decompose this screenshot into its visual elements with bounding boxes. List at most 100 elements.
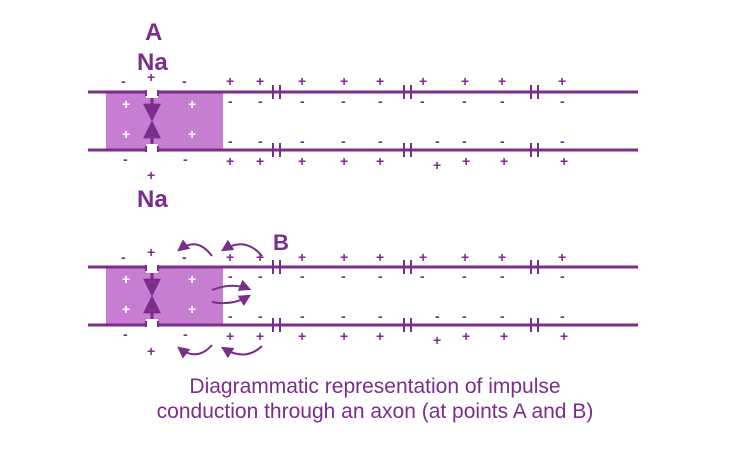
svg-text:+: + (340, 73, 348, 89)
svg-text:+: + (560, 153, 568, 169)
svg-text:+: + (188, 96, 196, 112)
svg-text:+: + (500, 328, 508, 344)
svg-text:+: + (298, 73, 306, 89)
svg-text:-: - (500, 133, 505, 149)
svg-text:-: - (228, 93, 233, 109)
svg-text:-: - (462, 268, 467, 284)
svg-text:-: - (500, 268, 505, 284)
svg-text:+: + (298, 328, 306, 344)
svg-text:-: - (341, 268, 346, 284)
svg-text:-: - (378, 308, 383, 324)
svg-text:-: - (228, 133, 233, 149)
svg-text:+: + (462, 153, 470, 169)
svg-text:-: - (500, 93, 505, 109)
point-a-label: A (145, 19, 162, 46)
svg-text:-: - (183, 151, 188, 167)
svg-text:-: - (123, 151, 128, 167)
svg-text:+: + (560, 328, 568, 344)
svg-text:+: + (122, 271, 130, 287)
charges-inside-top-b: - - - - - - - - - (228, 268, 565, 284)
svg-text:+: + (226, 153, 234, 169)
svg-text:+: + (376, 73, 384, 89)
svg-text:-: - (121, 73, 126, 89)
svg-text:-: - (300, 308, 305, 324)
svg-text:-: - (462, 308, 467, 324)
svg-text:-: - (228, 308, 233, 324)
svg-text:+: + (147, 244, 155, 260)
svg-text:-: - (258, 308, 263, 324)
svg-text:-: - (435, 133, 440, 149)
ion-channel-top-b (146, 263, 158, 273)
svg-text:-: - (228, 268, 233, 284)
sodium-label-bottom: Na (137, 186, 168, 213)
svg-text:-: - (258, 93, 263, 109)
svg-text:-: - (300, 133, 305, 149)
svg-text:-: - (560, 268, 565, 284)
svg-text:+: + (256, 73, 264, 89)
svg-text:+: + (433, 157, 441, 173)
axon-a: + + + + - + - + + + + + + + + + - - - - … (88, 69, 638, 183)
svg-text:+: + (419, 249, 427, 265)
axon-b: + + + + - + - + + + + + + + + + - - - - … (88, 239, 638, 359)
svg-text:-: - (258, 268, 263, 284)
svg-text:+: + (147, 343, 155, 359)
svg-text:+: + (433, 332, 441, 348)
svg-text:-: - (560, 93, 565, 109)
svg-text:+: + (462, 328, 470, 344)
charges-outside-top-a: - + - + + + + + + + + + (121, 69, 566, 89)
svg-text:-: - (420, 268, 425, 284)
svg-text:-: - (378, 268, 383, 284)
svg-text:+: + (340, 153, 348, 169)
svg-text:+: + (298, 153, 306, 169)
svg-text:-: - (378, 93, 383, 109)
svg-text:+: + (376, 153, 384, 169)
svg-text:-: - (420, 93, 425, 109)
svg-text:+: + (122, 301, 130, 317)
svg-text:-: - (182, 249, 187, 265)
svg-text:-: - (560, 308, 565, 324)
svg-text:+: + (188, 126, 196, 142)
charges-outside-bottom-b: - + - + + + + + + + + + (123, 326, 568, 359)
svg-text:-: - (300, 268, 305, 284)
ion-channel-bottom-a (146, 144, 158, 154)
local-current-arrows-b (177, 239, 263, 359)
svg-text:-: - (560, 133, 565, 149)
depolarized-region-a (106, 92, 223, 150)
svg-text:-: - (341, 93, 346, 109)
ion-channel-top-a (146, 88, 158, 98)
svg-text:-: - (341, 133, 346, 149)
svg-text:+: + (188, 271, 196, 287)
svg-text:+: + (376, 249, 384, 265)
svg-text:-: - (121, 249, 126, 265)
svg-text:-: - (182, 73, 187, 89)
svg-text:+: + (376, 328, 384, 344)
svg-text:+: + (122, 126, 130, 142)
svg-text:+: + (256, 153, 264, 169)
svg-text:+: + (226, 73, 234, 89)
svg-text:+: + (256, 328, 264, 344)
svg-text:+: + (226, 249, 234, 265)
point-b-label: B (273, 230, 289, 255)
svg-text:+: + (147, 167, 155, 183)
caption-line-1: Diagrammatic representation of impulse (189, 375, 560, 398)
svg-text:-: - (500, 308, 505, 324)
ion-channel-bottom-b (146, 319, 158, 329)
svg-text:-: - (341, 308, 346, 324)
svg-text:+: + (558, 73, 566, 89)
svg-text:+: + (188, 301, 196, 317)
svg-text:-: - (462, 133, 467, 149)
svg-text:+: + (498, 73, 506, 89)
svg-text:+: + (122, 96, 130, 112)
svg-text:-: - (123, 326, 128, 342)
svg-text:+: + (500, 153, 508, 169)
svg-text:+: + (298, 249, 306, 265)
svg-text:-: - (258, 133, 263, 149)
svg-text:-: - (183, 326, 188, 342)
svg-text:-: - (435, 308, 440, 324)
charges-inside-top-a: - - - - - - - - - (228, 93, 565, 109)
svg-text:+: + (558, 249, 566, 265)
charges-inside-bottom-b: - - - - - - - - - (228, 308, 565, 324)
charges-outside-bottom-a: - + - + + + + + + + + + (123, 151, 568, 183)
caption-line-2: conduction through an axon (at points A … (157, 400, 594, 423)
svg-text:-: - (300, 93, 305, 109)
